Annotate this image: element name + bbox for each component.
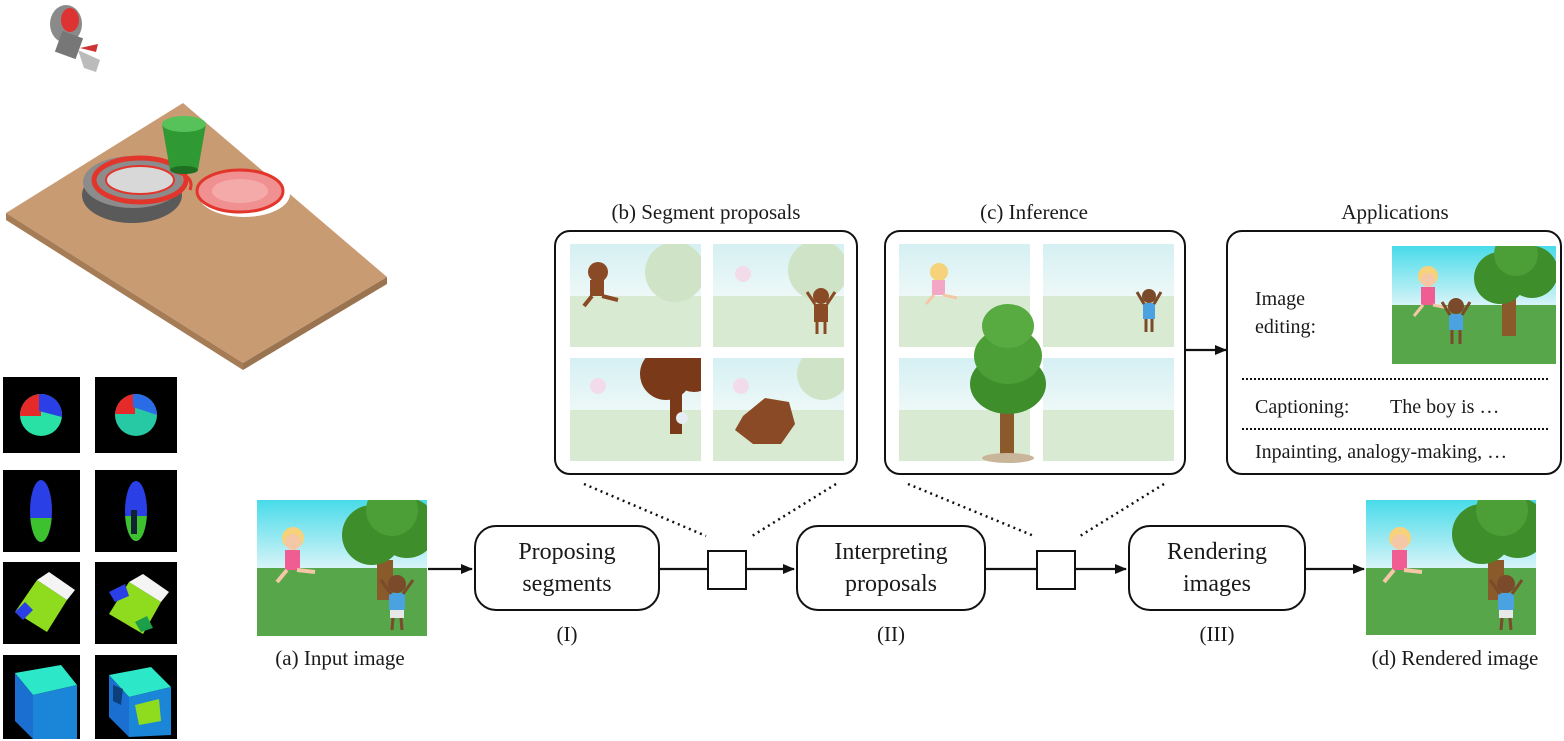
ellipsoid-tile-1 [3, 470, 80, 552]
applications-panel: Image editing: [1226, 230, 1562, 475]
boy-icon [1440, 298, 1472, 344]
stage-label-line2: segments [522, 571, 612, 597]
stage-label-line2: proposals [844, 571, 937, 597]
intermediate-representation-1 [707, 550, 747, 590]
polygon-segment-icon [735, 398, 795, 444]
girl-segment-icon [582, 262, 619, 308]
applications-caption: Applications [1341, 200, 1449, 224]
stage-label-line1: Interpreting [834, 539, 948, 565]
cylinder-icon [109, 574, 169, 634]
edited-image [1392, 246, 1556, 364]
sphere-icon [20, 394, 62, 436]
girl-icon [275, 527, 316, 584]
stage-numeral-3: (III) [1199, 622, 1235, 646]
stage-label-line1: Rendering [1167, 539, 1267, 565]
stage-numeral-1: (I) [556, 622, 578, 646]
rendered-image [1366, 500, 1536, 635]
segment-proposal-boy [713, 244, 844, 347]
ellipsoid-icon [125, 481, 147, 541]
cube-icon [109, 667, 171, 737]
stage-label-line2: images [1183, 571, 1251, 597]
girl-icon [924, 263, 958, 305]
cylinder-icon [15, 572, 75, 632]
pan-icon [82, 155, 193, 223]
boy-segment-icon [805, 288, 837, 334]
hanging-object-icon [50, 5, 100, 72]
inference-panel [884, 230, 1186, 475]
girl-icon [1382, 527, 1423, 584]
sphere-tile-1 [3, 377, 80, 453]
plate-icon [195, 168, 290, 217]
segment-proposal-tree [570, 358, 701, 461]
cylinder-tile-2 [95, 562, 177, 644]
intermediate-representation-2 [1036, 550, 1076, 590]
sphere-tile-2 [95, 377, 177, 453]
boy-icon [1488, 575, 1524, 631]
cube-tile-1 [3, 655, 80, 739]
boy-icon [379, 575, 415, 631]
other-applications: Inpainting, analogy-making, … [1255, 441, 1508, 463]
input-image [257, 500, 427, 636]
segment-proposal-girl [570, 244, 701, 347]
tree-segment-icon [640, 358, 701, 434]
segment-proposals-panel [554, 230, 858, 475]
boy-icon [1135, 289, 1163, 332]
tabletop-scene-image [6, 5, 387, 370]
cup-icon [162, 116, 206, 174]
image-editing-label-line2: editing: [1255, 316, 1317, 338]
rendered-image-caption: (d) Rendered image [1371, 646, 1539, 670]
stage-interpreting-proposals: Interpreting proposals [796, 525, 986, 611]
cube-tile-2 [95, 655, 177, 739]
inference-layer-boy [1043, 244, 1174, 347]
inference-tree-icon [970, 304, 1046, 463]
captioning-label: Captioning: [1255, 396, 1350, 418]
ellipsoid-icon [30, 480, 52, 542]
image-editing-label-line1: Image [1255, 288, 1305, 310]
segments-caption: (b) Segment proposals [611, 200, 801, 224]
input-image-caption: (a) Input image [275, 646, 405, 670]
stage-label-line1: Proposing [518, 539, 616, 565]
sphere-icon [115, 394, 157, 436]
divider [1242, 378, 1548, 380]
cylinder-tile-1 [3, 562, 80, 644]
stage-proposing-segments: Proposing segments [474, 525, 660, 611]
stage-numeral-2: (II) [877, 622, 905, 646]
inference-layer-empty [1043, 358, 1174, 461]
ellipsoid-tile-2 [95, 470, 177, 552]
cube-icon [15, 665, 77, 739]
tree-icon [1474, 246, 1556, 336]
tree-icon [342, 500, 427, 600]
inference-caption: (c) Inference [980, 200, 1088, 224]
girl-icon [1412, 266, 1449, 317]
divider [1242, 428, 1548, 430]
captioning-example: The boy is … [1390, 396, 1500, 418]
segment-proposal-shape [713, 358, 844, 461]
stage-rendering-images: Rendering images [1128, 525, 1306, 611]
